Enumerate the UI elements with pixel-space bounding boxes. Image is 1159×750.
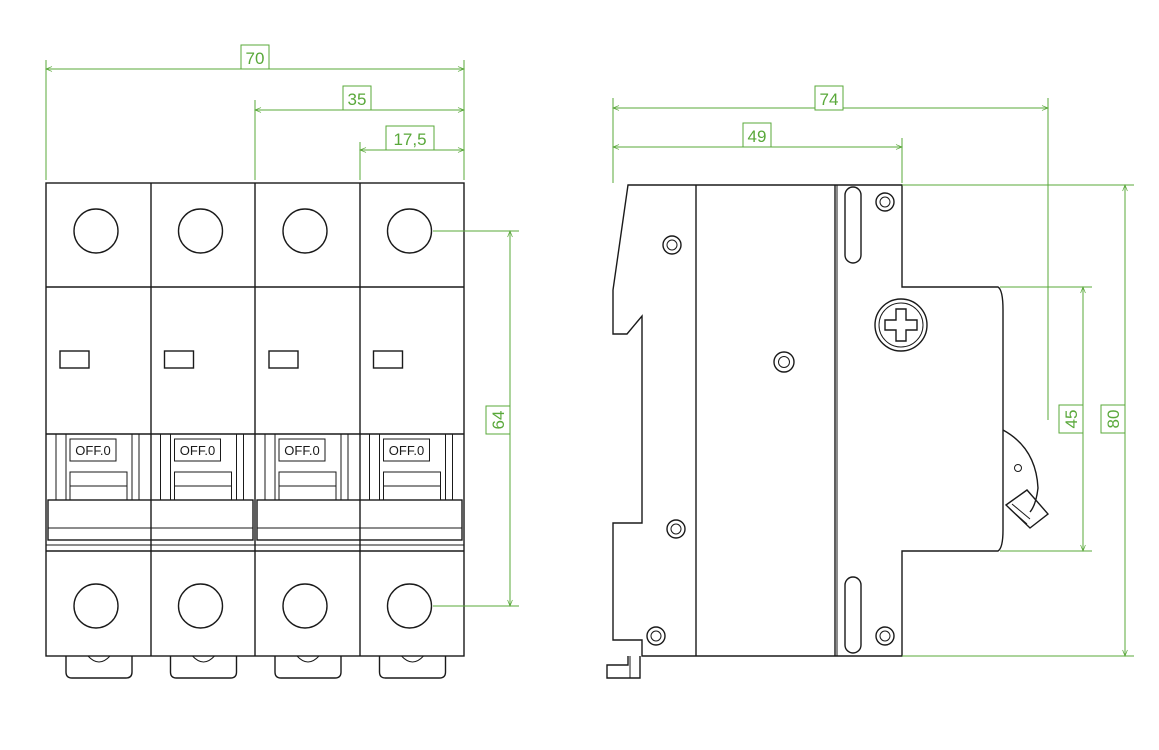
switch-label-box (278, 438, 326, 462)
rivet (875, 192, 895, 212)
switch-label: OFF.0 (75, 443, 110, 458)
terminal-bottom (386, 583, 433, 629)
dimension-total-width: 70 (45, 44, 465, 180)
indicator-window (372, 350, 404, 369)
mounting-clip (65, 656, 133, 679)
dimension-two-poles: 35 (254, 85, 465, 180)
screw-head-icon (874, 298, 928, 352)
handle-bar-left (47, 499, 254, 541)
dimension-terminal-spacing: 64 (433, 230, 519, 607)
indicator-window (268, 350, 299, 369)
dimension-label-front-height: 45 (1062, 410, 1081, 429)
dimension-front-height: 45 (1000, 286, 1092, 552)
terminal-bottom (73, 583, 119, 629)
terminal-bottom (177, 583, 224, 629)
dimension-rail-to-face: 49 (612, 122, 903, 183)
side-outline (612, 184, 1004, 657)
switch-label: OFF.0 (389, 443, 424, 458)
mounting-clip (274, 656, 342, 679)
mounting-clip (169, 656, 238, 679)
rivet (773, 351, 795, 373)
vent-slot-top (844, 186, 862, 264)
vent-slot-bottom (844, 576, 862, 654)
switch-label-box (383, 438, 430, 462)
indicator-window (59, 350, 90, 369)
dimension-label-depth: 74 (820, 90, 839, 109)
dimension-label-terminal-spacing: 64 (489, 411, 508, 430)
front-view: OFF.0 OFF.0 OFF.0 OFF.0 (45, 182, 465, 679)
switch-label-box (174, 438, 221, 462)
indicator-window (163, 350, 195, 369)
dimension-label-total-width: 70 (246, 49, 265, 68)
switch-label: OFF.0 (180, 443, 215, 458)
terminal-bottom (282, 583, 328, 629)
rivet (875, 626, 895, 646)
dimension-label-two-poles: 35 (348, 90, 367, 109)
dimension-label-height: 80 (1104, 410, 1123, 429)
side-view (606, 184, 1050, 679)
rivet (662, 235, 682, 255)
dimension-pole-width: 17,5 (359, 125, 465, 180)
mounting-clip (378, 656, 447, 679)
dimension-label-pole-width: 17,5 (393, 130, 426, 149)
terminal-top (177, 208, 224, 254)
handle-bar-right (256, 499, 463, 541)
terminal-top (386, 208, 433, 254)
terminal-top (73, 208, 119, 254)
rivet (666, 519, 686, 539)
terminal-top (282, 208, 328, 254)
dimension-height: 80 (902, 184, 1134, 657)
toggle-lever (1002, 429, 1050, 529)
switch-label-box (69, 438, 117, 462)
dimension-label-rail-to-face: 49 (748, 127, 767, 146)
rivet (646, 626, 666, 646)
dimension-depth: 74 (612, 85, 1049, 420)
switch-label: OFF.0 (284, 443, 319, 458)
